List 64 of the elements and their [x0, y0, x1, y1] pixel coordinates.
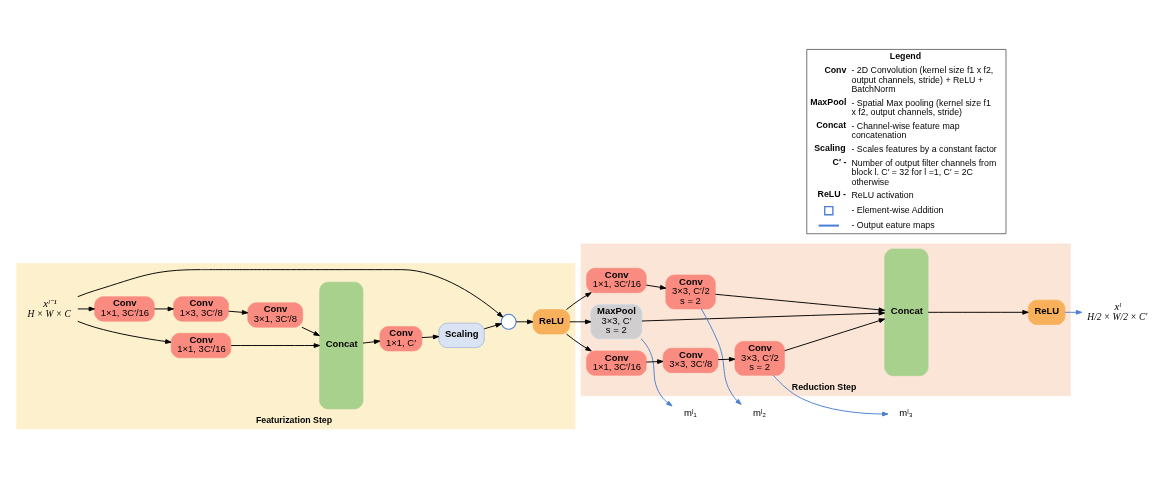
node-box: ReLU — [1028, 299, 1066, 325]
arrow — [640, 338, 673, 407]
arrow — [362, 339, 381, 345]
node-box: Conv 3×1, 3C′/8 — [247, 302, 303, 328]
node-text: mˡ₂ — [752, 406, 766, 418]
arrow — [153, 306, 174, 312]
arrow — [230, 343, 321, 348]
node-text: mˡ₁ — [684, 406, 697, 418]
node-box: Conv 1×3, 3C′/8 — [173, 296, 229, 322]
node-label: H/2 × W/2 × C′ — [1087, 311, 1148, 322]
arrow — [784, 318, 886, 352]
arrow — [77, 306, 95, 312]
arrow — [641, 310, 886, 322]
node-text: xˡ⁻¹ — [43, 296, 57, 309]
arrow — [565, 292, 592, 311]
node-box: Conv 1×1, C′ — [379, 326, 423, 352]
arrow — [700, 308, 742, 405]
arrow — [421, 334, 440, 340]
arrow — [301, 326, 320, 337]
arrow — [569, 319, 592, 325]
node-circle — [500, 313, 517, 330]
arrow — [717, 356, 736, 362]
label: Number of output filter channels from block l. C′ = 32 for l =1, C′ = 2C otherwise — [851, 157, 997, 187]
arrow — [77, 320, 172, 344]
arrow — [645, 359, 664, 364]
arrow — [1064, 309, 1083, 315]
node-box: Conv 1×1, 3C′/16 — [586, 350, 647, 376]
label: Legend — [889, 51, 922, 62]
legend-label: - Element-wise Addition — [851, 204, 944, 215]
node-box: Conv 3×3, C′/2 s = 2 — [734, 341, 785, 376]
node-box: Conv 1×1, 3C′/16 — [94, 296, 155, 322]
node-box: Conv 1×1, 3C′/16 — [170, 333, 232, 359]
arrow — [515, 319, 534, 325]
arrow — [714, 293, 885, 313]
label: C′ - — [832, 156, 847, 167]
label: - Channel-wise feature map concatenation — [851, 120, 960, 141]
node-text: xˡ — [1114, 300, 1121, 313]
node-box: Conv 3×3, C′/2 s = 2 — [665, 274, 716, 310]
node-box: MaxPool 3×3, C′ s = 2 — [590, 304, 643, 340]
node-box: Concat — [319, 281, 364, 410]
arrow — [483, 323, 502, 330]
node-box: Conv 1×1, 3C′/16 — [586, 267, 647, 293]
node-box: Conv 3×3, 3C′/8 — [662, 347, 719, 373]
arrow — [77, 269, 504, 318]
label: Conv — [824, 64, 847, 75]
label: - Scales features by a constant factor — [851, 144, 997, 155]
label: MaxPool — [810, 97, 847, 108]
label: ReLU activation — [851, 190, 914, 201]
arrow — [927, 309, 1029, 315]
node-box: Concat — [884, 248, 929, 376]
arrow — [645, 284, 667, 290]
arrow — [772, 374, 889, 417]
node-text: mˡ₃ — [899, 406, 913, 418]
label: - 2D Convolution (kernel size f1 x f2, output channels, stride) + ReLU + BatchNorm — [851, 65, 994, 95]
node-box: Scaling — [438, 322, 485, 348]
node-box: ReLU — [532, 309, 570, 335]
label: Scaling — [814, 143, 846, 154]
node-label: H × W × C — [27, 308, 71, 319]
arrow — [565, 333, 592, 352]
label: - Spatial Max pooling (kernel size f1 x f2, output channels, stride) — [851, 97, 991, 118]
label: ReLU - — [817, 189, 846, 200]
legend-label: - Output eature maps — [851, 219, 935, 230]
label: Concat — [816, 120, 847, 131]
arrow — [228, 309, 249, 315]
